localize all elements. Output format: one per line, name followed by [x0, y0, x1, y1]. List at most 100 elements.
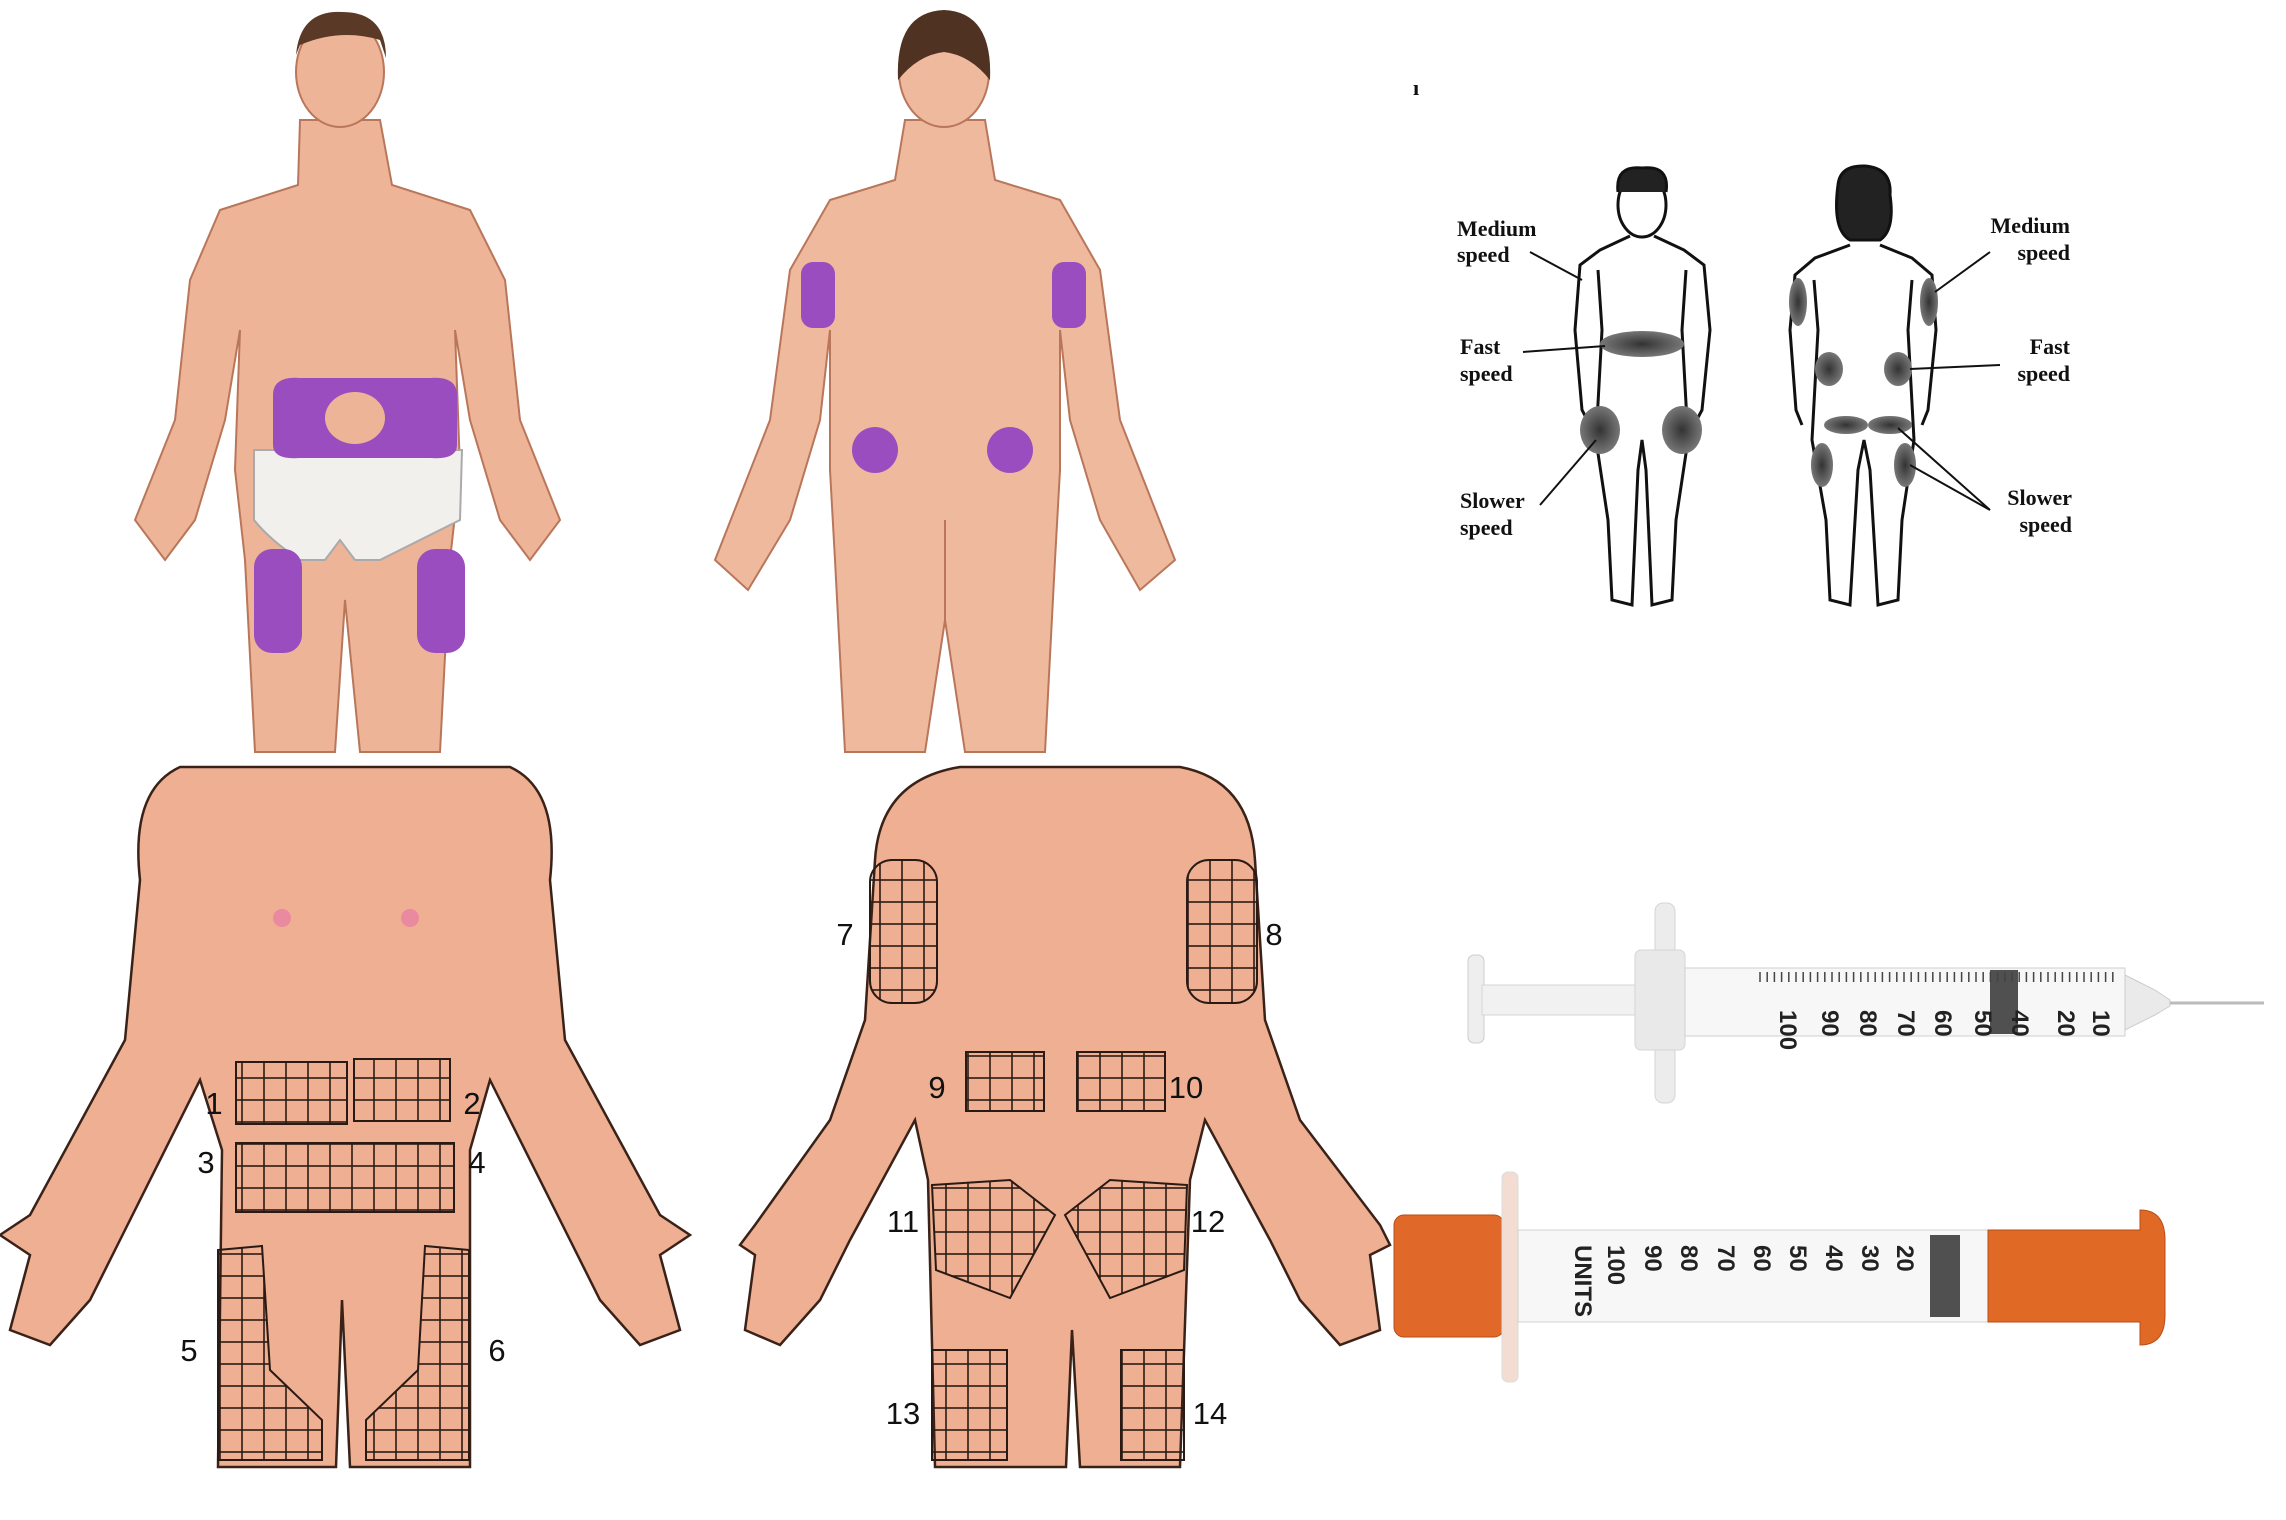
- sketch-torso-legs: [1810, 279, 1916, 607]
- front-grid-illustration: [0, 765, 693, 1469]
- back-slower-label-2: speed: [2019, 512, 2072, 537]
- site-number-labels: 1 2 3 4 5 6 7 8 9 10 11 12 13 14: [180, 917, 1282, 1431]
- site-number: 13: [886, 1396, 920, 1431]
- right-buttock-zone: [987, 427, 1033, 473]
- back-left-hip-zone: [1815, 352, 1843, 386]
- site-number: 1: [205, 1086, 222, 1121]
- back-medium-label-2: speed: [2017, 240, 2070, 265]
- needle-cap: [1987, 1209, 2166, 1346]
- leader-line: [1909, 464, 1991, 511]
- back-right-hip-zone: [1884, 352, 1912, 386]
- right-thigh-zone: [417, 549, 465, 653]
- syringe-orange-cap: [1393, 1171, 2166, 1383]
- front-medium-label-2: speed: [1457, 242, 1510, 267]
- grid-site-8: [1186, 859, 1258, 1004]
- syringe-scale-label: UNITS: [1569, 1245, 1596, 1317]
- left-arm-zone: [801, 262, 835, 328]
- syringe-scale-label: 80: [1675, 1245, 1702, 1272]
- syringe-scale-label: 90: [1639, 1245, 1666, 1272]
- sketch-arms: [1573, 234, 1712, 426]
- leader-line: [1529, 251, 1583, 281]
- syringe-scale-label: 90: [1816, 1010, 1843, 1037]
- syringe-scale-label: 100: [1774, 1010, 1801, 1050]
- back-slower-label-1: Slower: [2007, 485, 2072, 510]
- syringe-tick-marks: [1759, 972, 2114, 982]
- plunger-cap: [1393, 1214, 1505, 1338]
- grid-site-14: [1120, 1349, 1185, 1461]
- sketch-arms: [1788, 243, 1938, 426]
- needle-hub: [2124, 974, 2171, 1031]
- barrel: [1517, 1229, 1989, 1323]
- site-number: 11: [887, 1204, 919, 1239]
- back-right-thigh-zone: [1894, 443, 1916, 487]
- leader-line: [1522, 345, 1606, 353]
- back-right-arm-zone: [1920, 278, 1938, 326]
- syringe-scale-label: 30: [1856, 1245, 1883, 1272]
- back-body-silhouette: [713, 119, 1177, 753]
- stray-mark: ı: [1413, 75, 1419, 100]
- site-number: 14: [1193, 1396, 1227, 1431]
- front-left-thigh-zone: [1580, 406, 1620, 454]
- back-right-buttock-zone: [1868, 416, 1912, 434]
- front-abdomen-zone: [1600, 331, 1684, 357]
- syringe-scale-label: 50: [1784, 1245, 1811, 1272]
- site-number: 8: [1265, 917, 1282, 952]
- syringe-scale-label: 10: [2087, 1010, 2114, 1037]
- leader-line: [1909, 364, 2001, 370]
- grid-site-2: [353, 1058, 451, 1122]
- syringe-scale-label: 40: [1820, 1245, 1847, 1272]
- front-body-illustration: [133, 11, 562, 753]
- grid-site-11: [930, 1178, 1057, 1300]
- absorption-speed-diagram: ı: [1413, 75, 2072, 607]
- syringe-scale-label: 40: [2006, 1010, 2033, 1037]
- grid-site-10: [1076, 1051, 1166, 1112]
- front-outline-figure: [1573, 166, 1712, 607]
- sketch-hair: [1616, 166, 1668, 193]
- leader-lines: [1522, 251, 2001, 511]
- syringe-scale-label: 60: [1929, 1010, 1956, 1037]
- grid-sites-3-4: [235, 1142, 455, 1213]
- finger-flange: [1501, 1171, 1519, 1383]
- barrel: [1684, 967, 2126, 1037]
- syringe-scale-label: 70: [1712, 1245, 1739, 1272]
- site-number: 10: [1169, 1070, 1203, 1105]
- barrel-collar: [1634, 949, 1686, 1051]
- front-right-thigh-zone: [1662, 406, 1702, 454]
- back-left-buttock-zone: [1824, 416, 1868, 434]
- grid-site-1: [235, 1061, 348, 1125]
- site-number: 12: [1191, 1204, 1225, 1239]
- right-arm-zone: [1052, 262, 1086, 328]
- front-fast-label-1: Fast: [1460, 334, 1501, 359]
- back-fast-label-1: Fast: [2030, 334, 2071, 359]
- syringe-scale-label: 20: [1891, 1245, 1918, 1272]
- leader-line: [1539, 439, 1597, 506]
- syringe-scale-label: 100: [1602, 1245, 1629, 1285]
- syringe-scale-label: 50: [1969, 1010, 1996, 1037]
- plunger-seal: [1930, 1235, 1960, 1317]
- plunger-seal: [1990, 970, 2018, 1034]
- left-buttock-zone: [852, 427, 898, 473]
- left-nipple: [273, 909, 291, 927]
- site-number: 6: [488, 1333, 505, 1368]
- front-slower-label-1: Slower: [1460, 488, 1525, 513]
- back-outline-figure: [1788, 164, 1938, 607]
- navel-exclusion: [325, 392, 385, 444]
- site-number: 7: [836, 917, 853, 952]
- syringe-scale-label: 70: [1892, 1010, 1919, 1037]
- grid-site-6: [365, 1244, 470, 1461]
- back-medium-label-1: Medium: [1991, 213, 2070, 238]
- site-number: 4: [468, 1145, 485, 1180]
- grid-site-9: [965, 1051, 1045, 1112]
- hair: [296, 11, 386, 58]
- plunger-rod: [1481, 984, 1643, 1016]
- left-thigh-zone: [254, 549, 302, 653]
- leader-line: [1897, 427, 1991, 511]
- front-medium-label-1: Medium: [1457, 216, 1536, 241]
- briefs: [253, 449, 464, 561]
- back-left-arm-zone: [1789, 278, 1807, 326]
- back-grid-body-silhouette: [738, 765, 1392, 1469]
